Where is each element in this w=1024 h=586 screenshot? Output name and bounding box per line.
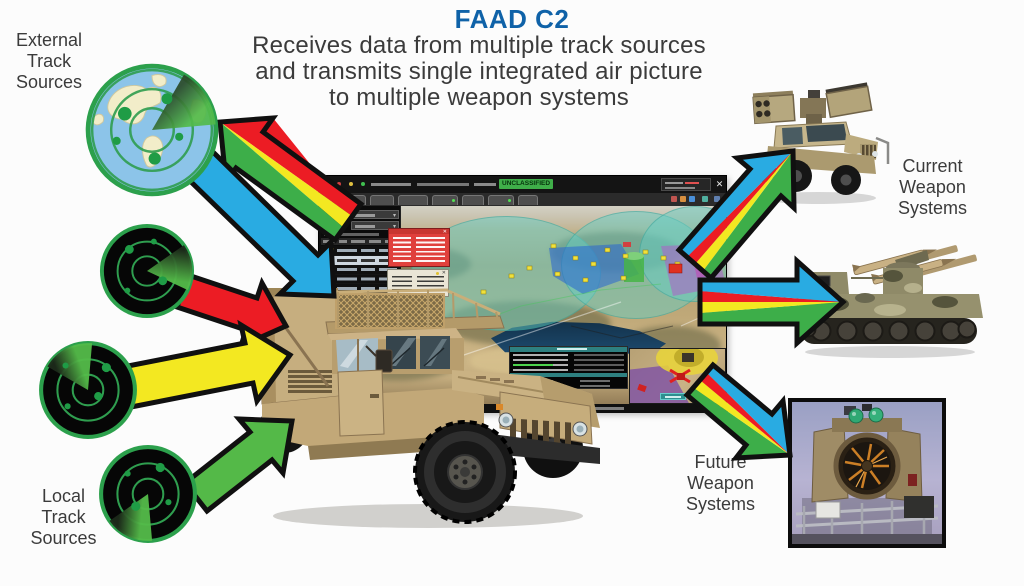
alert-yellow-dot	[349, 182, 353, 186]
status-dot-icon	[452, 199, 455, 202]
alert-red-dot	[337, 182, 341, 186]
globe-radar-icon	[85, 63, 219, 197]
tab-2[interactable]	[370, 195, 394, 205]
close-icon[interactable]: ✕	[441, 270, 446, 276]
tab-7[interactable]	[518, 195, 538, 205]
label-external-track-sources: External Track Sources	[15, 30, 83, 92]
directed-energy-weapon-photo	[788, 398, 946, 548]
toolbar-icon[interactable]	[714, 196, 720, 202]
radar-scope-icon-3	[99, 445, 197, 543]
tab-1[interactable]	[336, 195, 366, 205]
tab-3[interactable]	[398, 195, 428, 205]
chaparral-launcher-image	[797, 245, 983, 358]
take-track-button[interactable]	[660, 393, 686, 400]
toolbar-icon[interactable]	[689, 196, 695, 202]
helicopter-track-icon	[669, 368, 691, 384]
status-icon	[717, 406, 722, 411]
label-future-weapon-systems: Future Weapon Systems	[685, 452, 755, 514]
alert-track-detail-popup: ✕	[388, 228, 450, 267]
c2-humvee-vehicle	[259, 288, 600, 528]
laser-turret-graphic	[792, 404, 942, 544]
window-titlebar: UNCLASSIFIED ✕	[319, 176, 726, 193]
status-info-box	[661, 178, 711, 191]
hostile-track-symbol	[668, 263, 683, 274]
classification-banner: UNCLASSIFIED	[499, 179, 554, 189]
tab-6[interactable]	[488, 195, 514, 205]
close-icon[interactable]: ✕	[715, 179, 724, 189]
toolbar-icon[interactable]	[671, 196, 677, 202]
toolbar-icon[interactable]	[680, 196, 686, 202]
tab-4[interactable]	[432, 195, 458, 205]
toolbar-icon[interactable]	[702, 196, 708, 202]
radar-scope-icon-1	[99, 223, 195, 319]
alert-green-dot	[361, 182, 365, 186]
inset-tactical-map[interactable]	[629, 348, 726, 404]
page-title: FAAD C2	[454, 4, 570, 34]
diagram-description: Receives data from multiple track source…	[252, 32, 706, 111]
radar-scope-icon-2	[39, 341, 137, 439]
status-dot-icon	[508, 199, 511, 202]
avenger-humvee-image	[752, 82, 890, 204]
tab-5[interactable]	[462, 195, 484, 205]
label-local-track-sources: Local Track Sources	[30, 486, 97, 548]
tab-menu[interactable]	[323, 195, 332, 205]
air-track-symbols	[480, 243, 681, 295]
label-current-weapon-systems: Current Weapon Systems	[897, 156, 967, 218]
filter-dropdown[interactable]: ▾	[351, 210, 399, 219]
close-icon[interactable]: ✕	[442, 229, 447, 235]
window-tabbar	[319, 193, 726, 206]
